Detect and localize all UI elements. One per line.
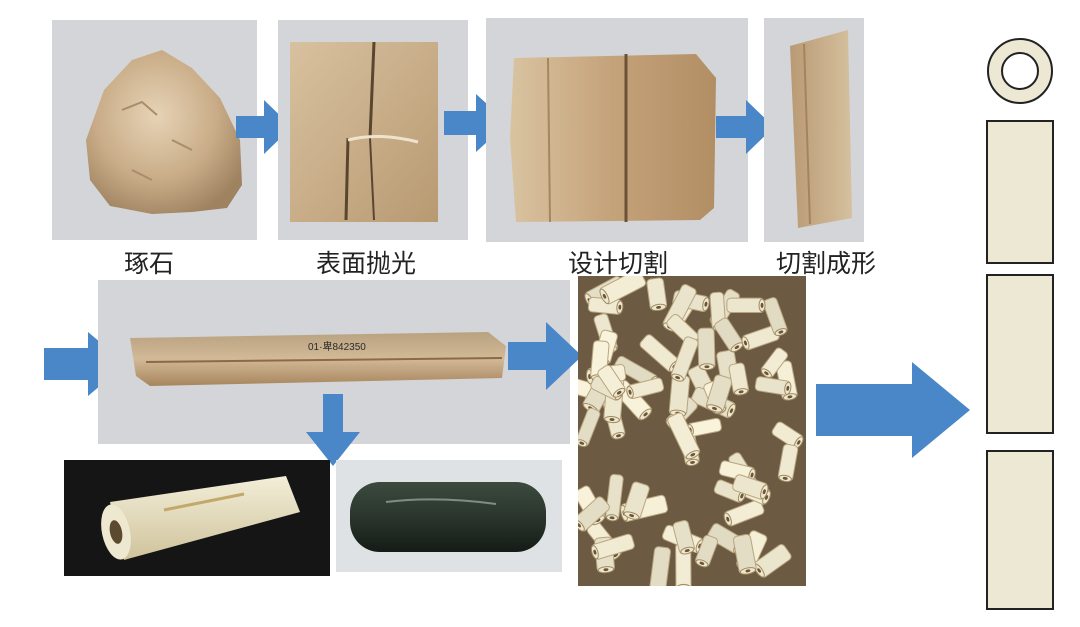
bead-cylinder-side-3 [986, 450, 1054, 610]
right-arrow-icon [716, 98, 776, 156]
bead-tube [732, 533, 757, 575]
bead-tube [667, 412, 701, 460]
bead-tube [649, 546, 671, 586]
bead-tube [578, 407, 601, 448]
right-arrow-icon [508, 322, 584, 390]
bead-cylinder-side-1 [986, 120, 1054, 264]
bead-tube [697, 327, 716, 371]
white-jade-tube-photo [64, 460, 330, 576]
bead-tube [754, 376, 792, 396]
bead-tube [672, 520, 695, 555]
bead-tube [713, 479, 747, 503]
step-label-surface-polish: 表面抛光 [316, 249, 417, 278]
bead-tube [599, 276, 647, 305]
bead-tube [705, 374, 733, 413]
bead-tube [726, 297, 766, 314]
dark-jade-tube-photo [336, 460, 562, 572]
bead-tube [714, 317, 744, 353]
bead-tube [675, 542, 692, 586]
bead-tube [762, 297, 788, 337]
bead-tube [646, 277, 668, 312]
bead-tube [670, 336, 699, 382]
bead-tube [623, 481, 650, 520]
step-label-cut-shaped: 切割成形 [776, 249, 877, 278]
bead-tube [597, 364, 626, 398]
bead-tube [728, 362, 749, 396]
bead-tube [777, 443, 799, 483]
bead-tube [695, 534, 719, 568]
raw-stone-photo [52, 20, 257, 240]
long-bar-photo: 01·卑842350 [98, 280, 570, 444]
designed-cut-photo [486, 18, 748, 242]
bead-tube [760, 347, 789, 379]
down-arrow-icon [306, 394, 360, 466]
bead-tube [626, 377, 665, 400]
bar-inscription: 01·卑842350 [308, 340, 366, 353]
cut-shape-photo [764, 18, 864, 242]
bead-cylinder-side-2 [986, 274, 1054, 434]
bead-tube [590, 533, 635, 560]
bead-tube [605, 473, 624, 522]
bone-beads-pile-photo [578, 276, 806, 586]
bead-tube [753, 544, 792, 578]
polished-surface-photo [278, 20, 468, 240]
step-label-chisel-stone: 琢石 [124, 249, 175, 278]
step-label-design-cut: 设计切割 [568, 249, 669, 278]
right-arrow-icon [816, 362, 972, 458]
bead-tube [578, 496, 610, 532]
bead-ring-top-view [984, 36, 1056, 106]
bead-tube [723, 499, 765, 527]
bead-tube [732, 474, 769, 500]
